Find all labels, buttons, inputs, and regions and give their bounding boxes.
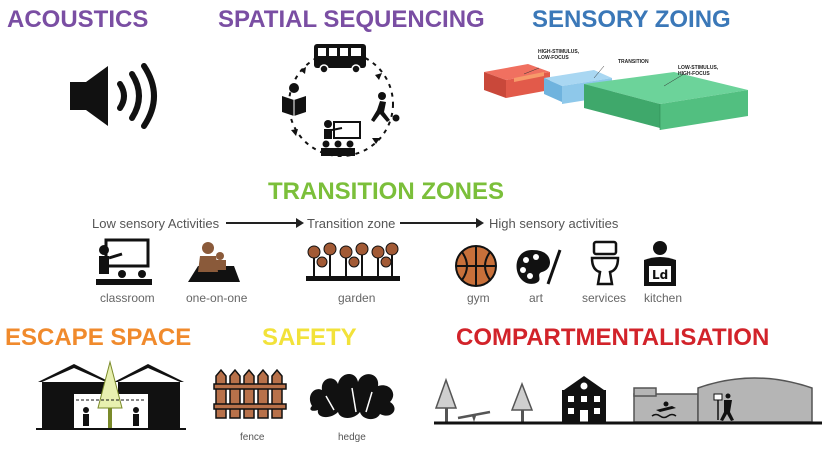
acoustics-heading: ACOUSTICS — [7, 6, 149, 33]
spatial-sequencing-heading: SPATIAL SEQUENCING — [218, 6, 485, 33]
escape-space-illustration — [36, 360, 186, 430]
gym-label: gym — [467, 291, 490, 305]
dome-gym-icon — [697, 377, 813, 423]
transition-zone-label: Transition zone — [307, 216, 396, 231]
sensory-zoning-heading: SENSORY ZOING — [532, 6, 731, 33]
escape-space-heading: ESCAPE SPACE — [5, 324, 192, 351]
safety-heading: SAFETY — [262, 324, 357, 351]
basketball-icon — [455, 245, 497, 287]
soccer-player-icon — [371, 92, 400, 122]
transition-zones-heading: TRANSITION ZONES — [268, 178, 505, 205]
reading-icon — [282, 83, 306, 116]
art-palette-icon — [516, 249, 562, 285]
arrow-right-icon — [226, 218, 304, 228]
seesaw-icon — [457, 410, 491, 422]
compartmentalisation-heading: COMPARTMENTALISATION — [456, 324, 770, 351]
hedge-icon — [309, 373, 395, 420]
high-sensory-label: High sensory activities — [489, 216, 619, 231]
kitchen-label: kitchen — [644, 291, 683, 305]
spatial-sequencing-cycle — [282, 44, 400, 157]
classroom-icon — [96, 238, 152, 285]
garden-label: garden — [338, 291, 376, 305]
low-stimulus-zone — [584, 72, 748, 130]
sensory-zoning-diagram — [484, 64, 748, 130]
fence-icon — [213, 368, 287, 419]
bus-icon — [314, 44, 366, 74]
garden-icon — [306, 242, 400, 281]
art-label: art — [529, 291, 544, 305]
services-label: services — [582, 291, 627, 305]
tree-icon — [510, 381, 534, 422]
hedge-label: hedge — [338, 432, 366, 443]
compartmentalisation-illustration — [434, 376, 822, 425]
arrow-right-icon — [400, 218, 484, 228]
tree-icon — [434, 377, 458, 422]
toilet-icon — [590, 240, 620, 286]
school-building-icon — [562, 376, 606, 422]
one-on-one-label: one-on-one — [186, 291, 248, 305]
low-stimulus-label: LOW-STIMULUS, HIGH-FOCUS — [678, 65, 719, 77]
speaker-icon — [70, 63, 157, 129]
teacher-class-icon — [321, 120, 361, 156]
kitchen-chef-icon: Ld — [644, 241, 676, 286]
pool-building-icon — [633, 387, 699, 423]
classroom-label: classroom — [100, 291, 155, 305]
low-sensory-label: Low sensory Activities — [92, 216, 220, 231]
one-on-one-icon — [188, 242, 240, 282]
transition-label: TRANSITION — [618, 59, 649, 65]
high-stimulus-label: HIGH-STIMULUS, LOW-FOCUS — [538, 49, 580, 61]
fence-label: fence — [240, 432, 265, 443]
high-stimulus-zone — [484, 64, 550, 98]
svg-text:Ld: Ld — [652, 268, 668, 282]
